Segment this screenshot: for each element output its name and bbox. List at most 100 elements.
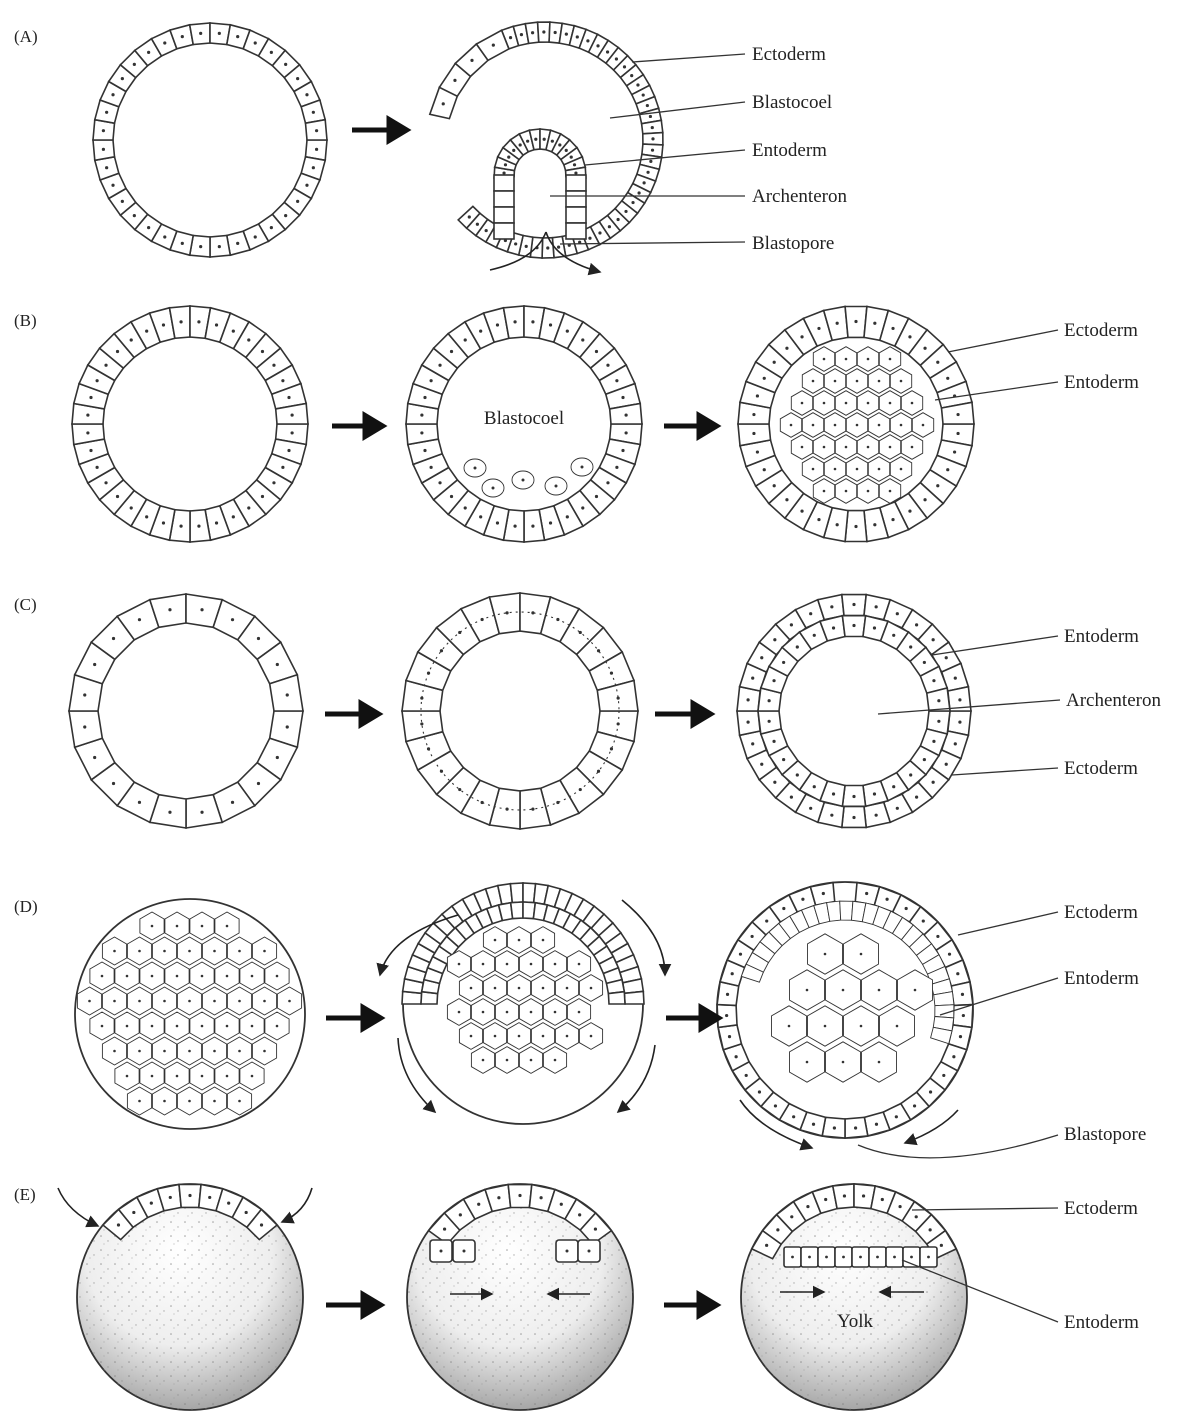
overgrowth-arrow-icon xyxy=(739,1099,814,1151)
nucleus xyxy=(877,1060,881,1064)
nucleus xyxy=(842,1194,847,1198)
nucleus xyxy=(844,357,848,361)
nucleus xyxy=(953,742,957,746)
nucleus xyxy=(531,320,535,324)
nucleus xyxy=(470,58,474,63)
nucleus xyxy=(795,773,799,777)
nucleus xyxy=(762,468,766,472)
nucleus xyxy=(493,1034,497,1038)
nucleus xyxy=(928,1228,932,1232)
nucleus xyxy=(423,395,427,400)
nucleus xyxy=(188,949,191,953)
discoblastula-e xyxy=(76,1183,304,1411)
nucleus xyxy=(811,379,815,383)
nucleus xyxy=(493,938,497,942)
nucleus xyxy=(541,938,545,942)
nucleus xyxy=(596,44,600,48)
nucleus xyxy=(469,986,473,990)
solid-blastula-d xyxy=(74,898,306,1130)
nucleus xyxy=(580,465,584,469)
nucleus xyxy=(734,1055,738,1059)
nucleus xyxy=(637,191,641,195)
nucleus xyxy=(811,1122,816,1126)
label-entoderm-b: Entoderm xyxy=(1064,372,1139,393)
nucleus xyxy=(852,623,856,628)
label-yolk-e: Yolk xyxy=(837,1311,874,1332)
leader-entoderm-d xyxy=(939,977,1059,1016)
nucleus xyxy=(873,321,877,325)
nucleus xyxy=(290,413,294,417)
nucleus xyxy=(441,102,445,106)
nucleus xyxy=(921,919,925,923)
nucleus xyxy=(956,431,960,436)
nucleus xyxy=(936,484,940,488)
nucleus xyxy=(873,523,877,527)
nucleus xyxy=(650,148,655,152)
nucleus xyxy=(250,1074,254,1078)
cell xyxy=(509,901,524,920)
nucleus xyxy=(481,1010,485,1014)
nucleus xyxy=(767,699,771,703)
nucleus xyxy=(473,466,477,470)
nucleus xyxy=(458,1213,462,1217)
nucleus xyxy=(874,1122,879,1126)
nucleus xyxy=(175,1074,179,1078)
nucleus xyxy=(517,1034,521,1038)
nucleus xyxy=(518,1193,522,1198)
nucleus xyxy=(833,379,837,383)
nucleus xyxy=(888,401,892,405)
nucleus xyxy=(256,781,261,786)
nucleus xyxy=(481,1058,485,1062)
cell xyxy=(493,174,515,192)
nucleus xyxy=(874,813,878,817)
nucleus xyxy=(502,171,506,175)
cell xyxy=(596,679,639,712)
nucleus xyxy=(577,1010,581,1014)
nucleus xyxy=(105,166,109,170)
nucleus xyxy=(524,244,528,248)
nucleus xyxy=(872,792,877,796)
nucleus xyxy=(866,401,870,405)
nucleus xyxy=(529,1010,533,1014)
nucleus xyxy=(892,633,896,637)
nucleus xyxy=(615,465,619,469)
nucleus xyxy=(725,992,730,996)
nucleus xyxy=(636,83,640,87)
nucleus xyxy=(574,171,578,175)
nucleus xyxy=(773,1104,778,1108)
nucleus xyxy=(518,143,522,147)
nucleus xyxy=(772,484,776,488)
nucleus xyxy=(773,780,777,784)
nucleus xyxy=(217,244,221,249)
nucleus xyxy=(163,1099,166,1103)
nucleus xyxy=(197,524,201,528)
nucleus xyxy=(812,785,816,789)
late-gastrula-d xyxy=(716,881,974,1139)
label-blastocoel-b: Blastocoel xyxy=(484,408,564,429)
nucleus xyxy=(791,1255,794,1259)
nucleus xyxy=(621,395,625,400)
leader-blastopore-d xyxy=(857,1134,1059,1159)
nucleus xyxy=(564,32,568,36)
nucleus xyxy=(449,349,454,354)
nucleus xyxy=(936,934,940,939)
nucleus xyxy=(217,31,221,36)
nucleus xyxy=(138,999,141,1003)
nucleus xyxy=(832,1126,836,1130)
nucleus xyxy=(530,31,535,35)
blastopore-curved-arrow-icon xyxy=(489,231,600,272)
cell xyxy=(565,190,587,208)
nucleus xyxy=(760,762,764,766)
cell xyxy=(565,222,587,240)
nucleus xyxy=(188,999,191,1003)
nucleus xyxy=(88,999,91,1003)
leader-blastocoel-a xyxy=(609,101,746,119)
nucleus xyxy=(179,320,183,324)
nucleus xyxy=(861,1194,866,1198)
nucleus xyxy=(830,605,834,609)
nucleus xyxy=(866,445,870,449)
nucleus xyxy=(227,1201,231,1205)
nucleus xyxy=(942,1073,946,1078)
label-ectoderm-b: Ectoderm xyxy=(1064,320,1138,341)
nucleus xyxy=(616,217,620,222)
